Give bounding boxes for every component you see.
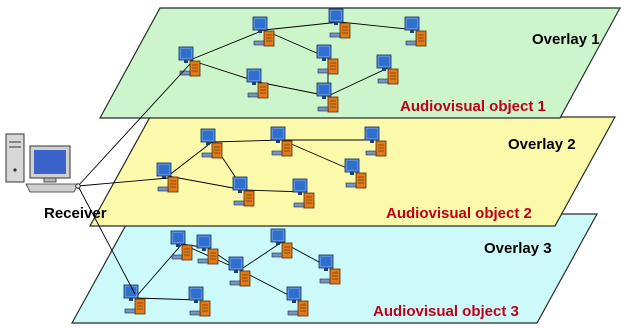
receiver-links: [77, 63, 191, 295]
receiver-computer-icon: [5, 133, 81, 193]
overlay-1-label: Overlay 1: [532, 31, 600, 48]
overlay-1-plane: [98, 7, 621, 119]
overlay-3: Overlay 3 Audiovisual object 3: [70, 213, 599, 324]
receiver-label: Receiver: [44, 205, 107, 222]
overlay-1: Overlay 1 Audiovisual object 1: [98, 7, 621, 119]
overlay-3-object-label: Audiovisual object 3: [373, 303, 519, 320]
overlay-1-object-label: Audiovisual object 1: [400, 98, 546, 115]
overlay-2-label: Overlay 2: [508, 136, 576, 153]
receiver: Receiver: [5, 133, 107, 222]
overlay-3-label: Overlay 3: [484, 240, 552, 257]
overlay-2: Overlay 2 Audiovisual object 2: [88, 116, 617, 227]
overlay-2-object-label: Audiovisual object 2: [386, 205, 532, 222]
